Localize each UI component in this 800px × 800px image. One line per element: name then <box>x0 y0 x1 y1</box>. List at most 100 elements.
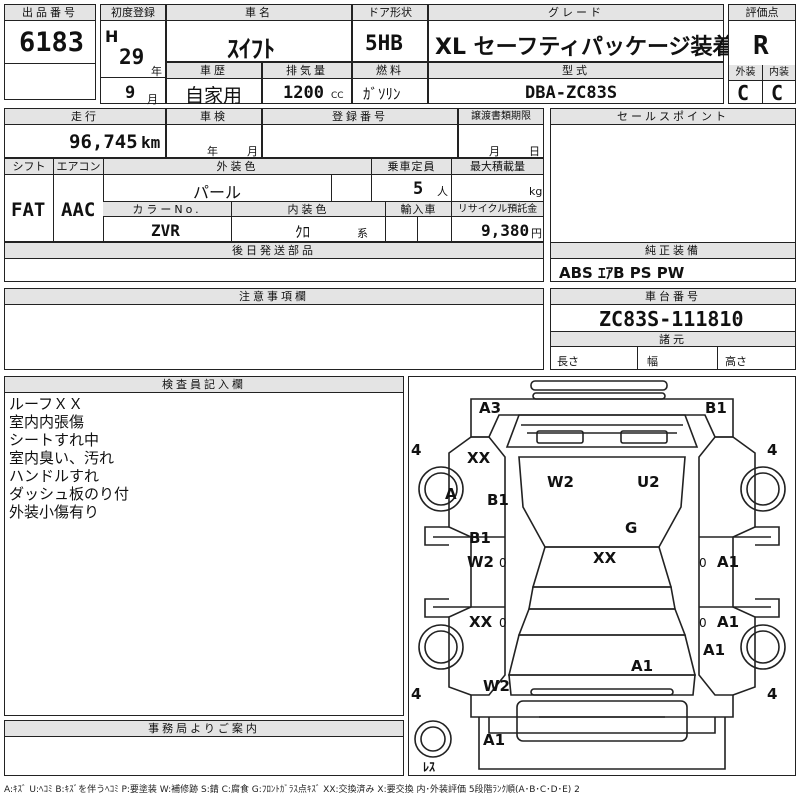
tire-fl-tread: 4 <box>411 441 421 459</box>
mark-w2-rear: W2 <box>483 677 510 695</box>
first-reg-label: 初度登録 <box>101 5 165 21</box>
legend: A:ｷｽﾞ U:ﾍｺﾐ B:ｷｽﾞを伴うﾍｺﾐ P:要塗装 W:補修跡 S:錆 … <box>4 785 580 795</box>
history: 自家用 <box>185 85 243 107</box>
import-label: 輸入車 <box>385 201 451 217</box>
mark-b1-top: B1 <box>705 399 727 417</box>
mark-a1-bumper: A1 <box>483 731 505 749</box>
specs-label: 諸元 <box>551 331 795 347</box>
capacity: 5 <box>413 179 424 199</box>
transfer-box: 譲渡書類期限 月 日 <box>458 108 544 158</box>
mark-g-glass: G <box>625 519 637 537</box>
score: R <box>753 31 769 61</box>
year-unit: 年 <box>151 65 162 78</box>
insp-year-unit: 年 <box>207 145 218 158</box>
max-load-label: 最大積載量 <box>451 159 543 175</box>
int-color: ｸﾛ <box>295 223 311 241</box>
recycle-unit: 円 <box>531 227 542 240</box>
spec-length: 長さ <box>557 355 579 368</box>
tire-fr-tread: 4 <box>767 441 777 459</box>
model-label: 型式 <box>429 63 723 79</box>
mark-zero-r2: 0 <box>699 616 707 630</box>
mark-zero-r1: 0 <box>699 556 707 570</box>
mark-w2-roof: W2 <box>547 473 574 491</box>
lot-box: 出品番号 6183 <box>4 4 96 100</box>
tire-rr-tread: 4 <box>767 685 777 703</box>
mark-xx-left: XX <box>469 613 493 631</box>
lot-label: 出品番号 <box>5 5 95 21</box>
mark-xx-fender: XX <box>467 449 491 467</box>
note-line: 外装小傷有り <box>9 503 100 521</box>
mark-zero-l1: 0 <box>499 556 507 570</box>
color-no: ZVR <box>151 221 180 240</box>
equipment: ABS ｴｱB PS PW <box>559 264 685 282</box>
max-load-unit: kg <box>529 185 543 198</box>
spec-width: 幅 <box>647 355 658 368</box>
chassis-box: 車台番号 ZC83S-111810 諸元 長さ 幅 高さ <box>550 288 796 370</box>
grade-label: グレード <box>429 5 723 21</box>
transfer-day-unit: 日 <box>529 145 540 158</box>
mark-b1-left: B1 <box>469 529 491 547</box>
mileage-unit: km <box>141 133 161 152</box>
mark-b1-door: B1 <box>487 491 509 509</box>
mark-xx-roof: XX <box>593 549 617 567</box>
car-diagram: 4 4 4 4 ﾚｽ A3 B1 XX A B1 W2 U2 G B1 W2 0… <box>411 380 786 774</box>
fuel: ｶﾞｿﾘﾝ <box>363 85 401 103</box>
door-type: 5HB <box>365 31 403 55</box>
exterior-label: 外装 <box>729 65 762 81</box>
grade: XL セーフティパッケージ装着車 <box>435 35 757 60</box>
ac-label: エアコン <box>53 159 103 175</box>
shift: FAT <box>11 199 46 221</box>
month-unit: 月 <box>147 93 158 106</box>
exterior-grade: C <box>737 81 750 105</box>
grade-box: グレード XL セーフティパッケージ装着車 <box>428 4 757 62</box>
displacement-label: 排気量 <box>263 63 351 79</box>
inspector-label: 検査員記入欄 <box>5 377 403 393</box>
door-label: ドア形状 <box>353 5 427 21</box>
mark-u2-roof: U2 <box>637 473 660 491</box>
registration-box: 登録番号 <box>262 108 458 158</box>
reg-year: 29 <box>119 45 145 69</box>
note-line: ダッシュ板のり付 <box>9 485 130 503</box>
car-diagram-box: 4 4 4 4 ﾚｽ A3 B1 XX A B1 W2 U2 G B1 W2 0… <box>408 376 796 776</box>
note-line: 室内臭い、汚れ <box>9 449 115 467</box>
score-label: 評価点 <box>729 5 795 21</box>
car-name-label: 車名 <box>167 5 351 21</box>
office-box: 事務局よりご案内 <box>4 720 404 776</box>
later-parts-box: 後日発送部品 <box>4 242 544 282</box>
interior-grade: C <box>771 81 784 105</box>
mileage-label: 走行 <box>5 109 165 125</box>
fuel-label: 燃料 <box>353 63 427 79</box>
caution-box: 注意事項欄 <box>4 288 544 370</box>
sales-point-box: セールスポイント <box>550 108 796 258</box>
history-box: 車歴 自家用 <box>166 62 262 107</box>
first-reg-box: 初度登録 H 29 年 9 月 <box>100 4 166 106</box>
mark-a1-rear: A1 <box>631 657 653 675</box>
history-label: 車歴 <box>167 63 261 79</box>
ac: AAC <box>61 199 96 221</box>
int-color-unit: 系 <box>357 227 368 240</box>
reg-month: 9 <box>125 83 136 103</box>
color-no-label: カラーNo. <box>103 201 231 217</box>
caution-label: 注意事項欄 <box>5 289 543 305</box>
car-name-box: 車名 ｽｲﾌﾄ <box>166 4 352 63</box>
note-line: シートすれ中 <box>9 431 100 449</box>
spare-tire-status: ﾚｽ <box>423 760 435 774</box>
mileage-box: 走行 96,745 km <box>4 108 166 158</box>
displacement: 1200 <box>283 83 324 103</box>
transfer-label: 譲渡書類期限 <box>459 109 543 125</box>
score-box: 評価点 R 外装 内装 C C <box>728 4 796 105</box>
note-line: ルーフＸＸ <box>9 395 84 413</box>
displacement-unit: CC <box>331 91 344 101</box>
model: DBA-ZC83S <box>525 83 618 103</box>
chassis-label: 車台番号 <box>551 289 795 305</box>
inspector-box: 検査員記入欄 ルーフＸＸ 室内内張傷 シートすれ中 室内臭い、汚れ ハンドルすれ… <box>4 376 404 716</box>
ext-color-label: 外装色 <box>103 159 371 175</box>
sales-point-label: セールスポイント <box>551 109 795 125</box>
registration-label: 登録番号 <box>263 109 457 125</box>
mileage: 96,745 <box>69 131 138 153</box>
interior-label: 内装 <box>762 65 795 81</box>
fuel-box: 燃料 ｶﾞｿﾘﾝ <box>352 62 428 104</box>
specs-row-box: シフト エアコン 外装色 乗車定員 最大積載量 FAT AAC パール 5 人 … <box>4 158 544 242</box>
insp-month-unit: 月 <box>247 145 258 158</box>
office-label: 事務局よりご案内 <box>5 721 403 737</box>
